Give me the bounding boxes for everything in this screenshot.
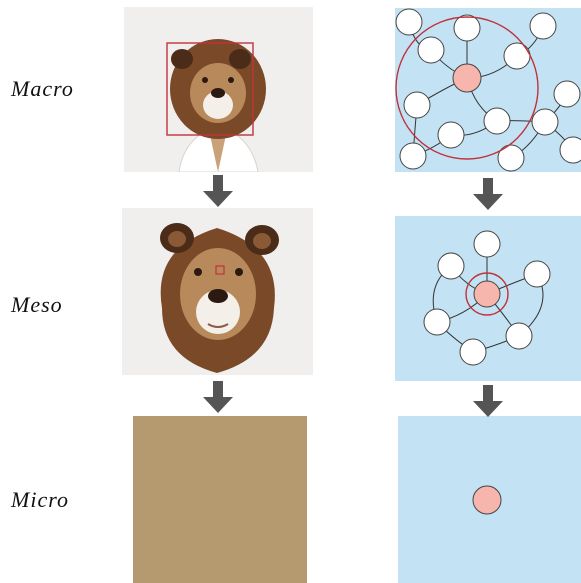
macro-focus-box <box>166 42 254 136</box>
micro-graph-panel <box>398 416 581 583</box>
micro-pixel-patch <box>133 416 307 583</box>
down-arrow-icon <box>203 175 233 207</box>
dog-macro-illustration <box>124 7 313 172</box>
down-arrow-icon <box>203 381 233 413</box>
micro-graph <box>398 416 581 583</box>
meso-center-node <box>473 280 501 308</box>
label-meso: Meso <box>11 292 63 317</box>
label-macro: Macro <box>11 76 74 101</box>
meso-photo-panel <box>122 208 313 375</box>
down-arrow-icon <box>473 385 503 417</box>
dog-meso-illustration <box>122 208 313 375</box>
label-micro: Micro <box>11 487 69 512</box>
macro-neighborhood-ring <box>395 16 539 160</box>
meso-focus-box <box>215 265 225 275</box>
macro-graph-panel <box>395 8 581 172</box>
macro-center-node <box>452 63 482 93</box>
macro-photo-panel <box>124 7 313 172</box>
meso-graph <box>395 216 581 381</box>
meso-graph-panel <box>395 216 581 381</box>
meso-neighborhood-ring <box>465 272 509 316</box>
micro-center-node <box>472 485 502 515</box>
macro-graph <box>395 8 581 172</box>
down-arrow-icon <box>473 178 503 210</box>
